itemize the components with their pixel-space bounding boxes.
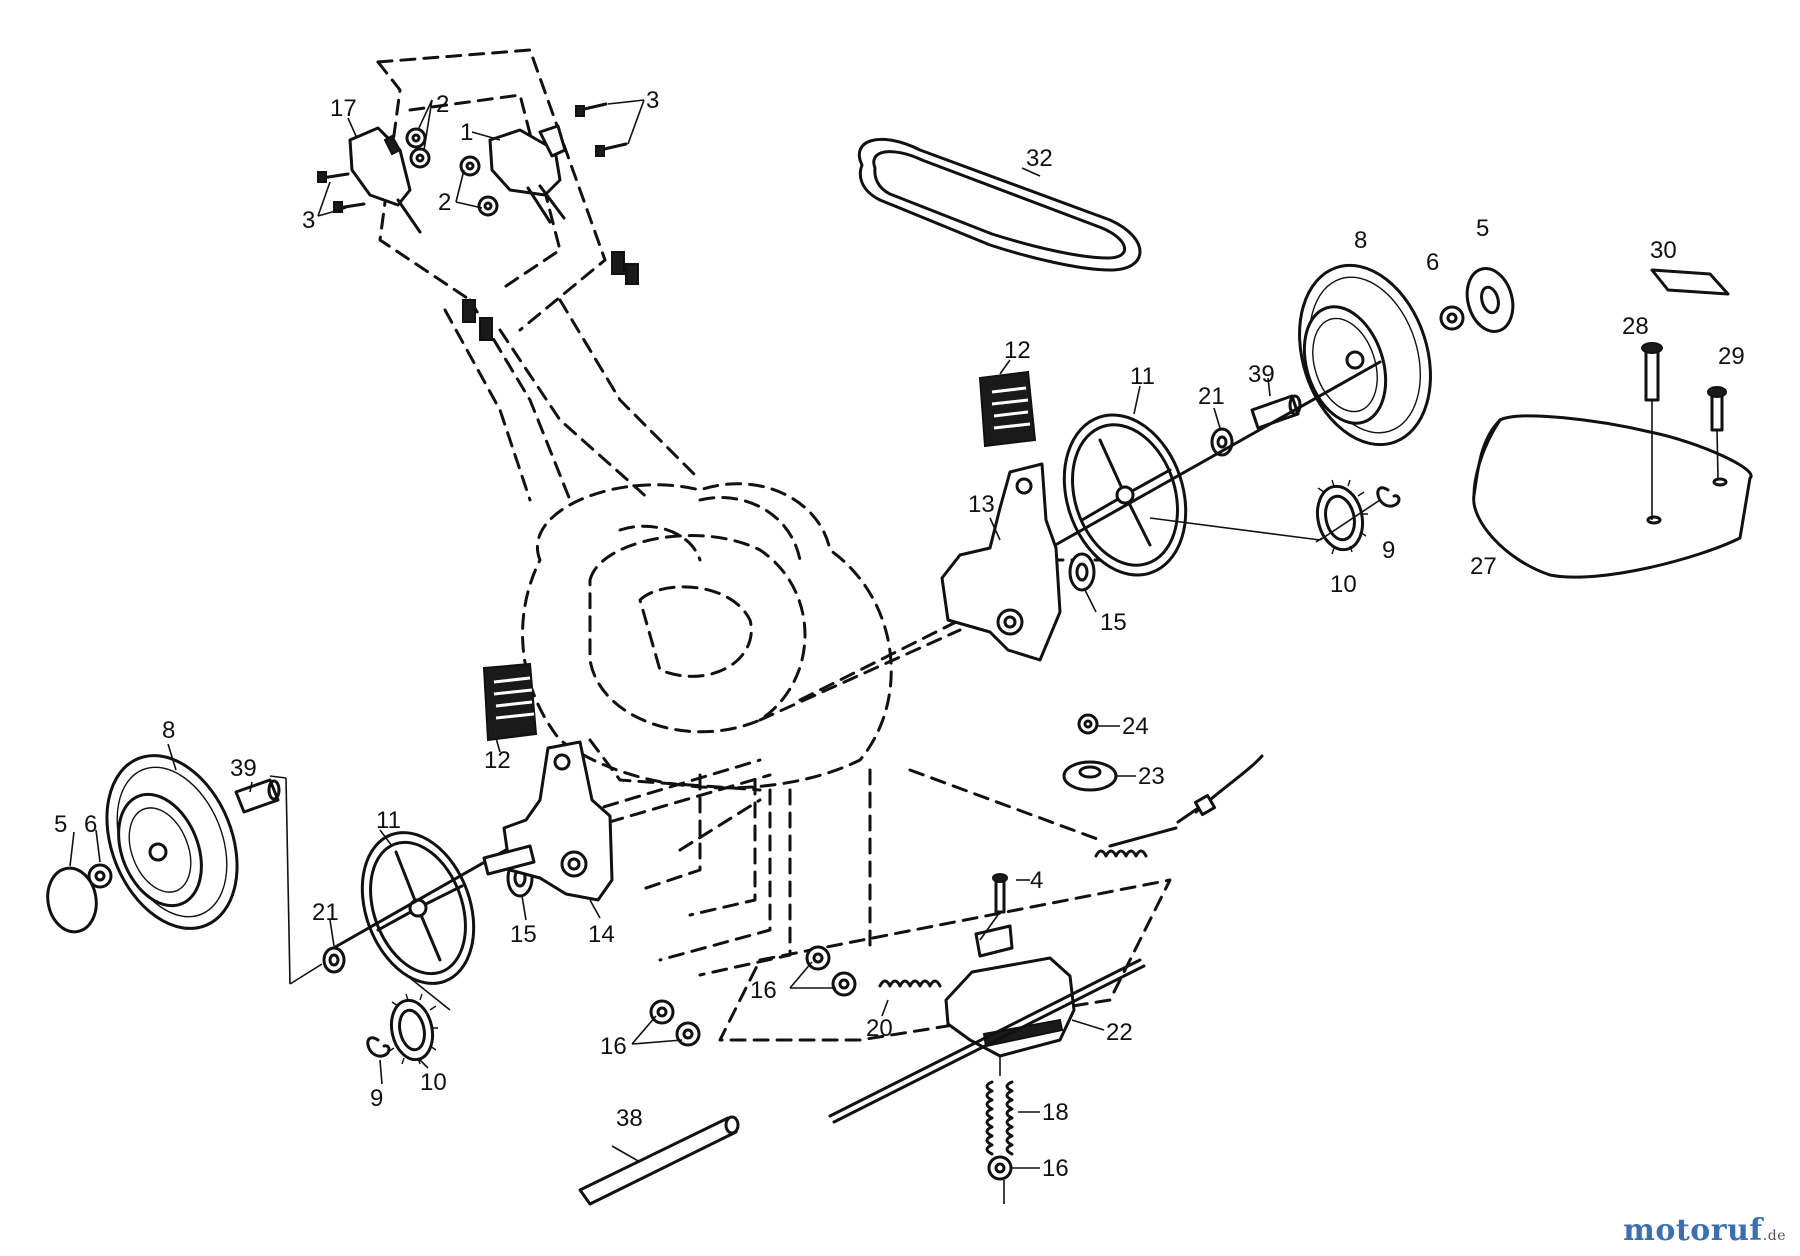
callout-29: 29	[1718, 343, 1745, 370]
callout-20: 20	[866, 1015, 893, 1042]
drive-bracket-right	[940, 462, 1062, 662]
callout-2: 2	[436, 91, 449, 118]
callout-24: 24	[1122, 713, 1149, 740]
callout-22: 22	[1106, 1019, 1133, 1046]
wheel-icon	[1298, 263, 1432, 447]
callout-23: 23	[1138, 763, 1165, 790]
decal-label	[1650, 268, 1730, 296]
callout-2: 2	[438, 189, 451, 216]
gear-icon	[387, 993, 438, 1065]
callout-38: 38	[616, 1105, 643, 1132]
callout-21: 21	[312, 899, 339, 926]
callout-17: 17	[330, 95, 357, 122]
right-bracket-leaders	[989, 359, 1271, 613]
nut-icon	[405, 127, 499, 217]
callout-21: 21	[1198, 383, 1225, 410]
callout-11: 11	[1130, 363, 1155, 390]
transmission-icon	[828, 911, 1146, 1124]
cable-icon	[1108, 754, 1264, 848]
nut-icon	[1439, 305, 1465, 331]
wheel-hub-disc	[1062, 413, 1188, 577]
shield-icon	[978, 370, 1037, 448]
bolt-icon	[1641, 342, 1727, 520]
callout-5: 5	[1476, 215, 1489, 242]
callout-3: 3	[302, 207, 315, 234]
callout-32: 32	[1026, 145, 1053, 172]
callout-16: 16	[1042, 1155, 1069, 1182]
rear-shield	[1472, 414, 1753, 579]
callout-16: 16	[750, 977, 777, 1004]
left-wheel-leaders	[69, 743, 527, 1085]
callout-39: 39	[230, 755, 257, 782]
transmission-leaders	[611, 725, 1136, 1204]
callout-28: 28	[1622, 313, 1649, 340]
drive-bracket-left	[482, 740, 614, 902]
callout-10: 10	[420, 1069, 447, 1096]
right-wheel-leaders	[1149, 499, 1381, 541]
callout-8: 8	[162, 717, 175, 744]
callout-4: 4	[1030, 867, 1043, 894]
axle-icon	[234, 778, 281, 814]
drive-belt-icon	[857, 137, 1142, 272]
watermark-logo: motoruf.de	[1623, 1213, 1786, 1248]
callout-5: 5	[54, 811, 67, 838]
callout-9: 9	[1382, 537, 1395, 564]
callout-15: 15	[1100, 609, 1127, 636]
callout-10: 10	[1330, 571, 1357, 598]
axle-icon	[1048, 360, 1382, 550]
axle-icon	[578, 1115, 740, 1206]
callout-12: 12	[1004, 337, 1031, 364]
callout-27: 27	[1470, 553, 1497, 580]
handle-leaders	[317, 99, 645, 217]
callout-11: 11	[376, 807, 401, 834]
nut-icon	[87, 863, 113, 889]
gear-icon	[1315, 479, 1368, 555]
callout-labels: 17 2 1 3 2 3 32 8 6 5 30 28 29 12 11 21 …	[54, 87, 1745, 1182]
handle-control-right	[488, 124, 567, 224]
handle-control-left	[348, 126, 422, 234]
bolt-icon	[317, 102, 628, 213]
bolt-icon	[992, 873, 1008, 914]
retaining-clip	[366, 1036, 391, 1058]
washer-icon	[1068, 552, 1096, 592]
callout-12: 12	[484, 747, 511, 774]
watermark-suffix: .de	[1762, 1228, 1786, 1244]
callout-8: 8	[1354, 227, 1367, 254]
callout-15: 15	[510, 921, 537, 948]
phantom-handle-outline	[376, 48, 702, 502]
callout-6: 6	[1426, 249, 1439, 276]
watermark-brand: motoruf	[1623, 1213, 1763, 1248]
callout-14: 14	[588, 921, 615, 948]
wheel-hub-disc	[328, 831, 522, 985]
wheel-icon	[105, 754, 239, 930]
pulley	[1062, 760, 1118, 792]
callout-18: 18	[1042, 1099, 1069, 1126]
callout-9: 9	[370, 1085, 383, 1112]
callout-39: 39	[1248, 361, 1275, 388]
callout-30: 30	[1650, 237, 1677, 264]
callout-13: 13	[968, 491, 995, 518]
shield-icon	[482, 662, 538, 742]
hub-cap	[46, 866, 98, 934]
callout-1: 1	[460, 119, 473, 146]
left-bracket-leaders	[495, 737, 601, 919]
spring-icon	[878, 849, 1148, 1156]
callout-16: 16	[600, 1033, 627, 1060]
callout-6: 6	[84, 811, 97, 838]
callout-3: 3	[646, 87, 659, 114]
retaining-clip	[1376, 486, 1401, 508]
washer-icon	[1465, 267, 1515, 333]
nut-icon	[649, 713, 1099, 1181]
